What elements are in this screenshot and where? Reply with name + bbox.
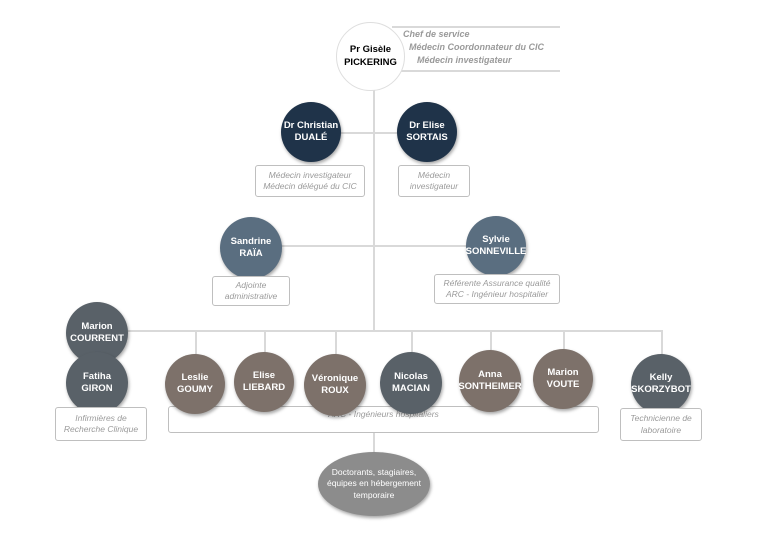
chef-node: Pr Gisèle PICKERING bbox=[336, 22, 405, 91]
trunk-line bbox=[373, 90, 375, 330]
person-raia: Sandrine RAÏA bbox=[220, 217, 282, 279]
level2-connector bbox=[250, 245, 496, 247]
last-name: DUALÉ bbox=[294, 132, 328, 143]
first-name: Elise bbox=[252, 369, 276, 381]
role-line: ARC - Ingénieur hospitalier bbox=[445, 289, 549, 299]
role-line: investigateur bbox=[409, 181, 459, 191]
last-name: RAÏA bbox=[239, 248, 263, 259]
role-line: administrative bbox=[224, 291, 278, 301]
last-name: ROUX bbox=[321, 385, 349, 396]
chef-last-name: PICKERING bbox=[344, 56, 397, 68]
first-name: Dr Elise bbox=[409, 119, 445, 131]
last-name: SKORZYBOT bbox=[631, 384, 691, 395]
last-name: MACIAN bbox=[392, 383, 430, 394]
role-box-sonneville: Référente Assurance qualité ARC - Ingéni… bbox=[434, 274, 560, 304]
chef-title-line-bottom bbox=[392, 70, 560, 72]
first-name: Dr Christian bbox=[283, 119, 339, 131]
drop-liebard bbox=[264, 330, 266, 354]
last-name: SORTAIS bbox=[406, 132, 448, 143]
role-line: Adjointe bbox=[235, 279, 267, 290]
others-oval: Doctorants, stagiaires, équipes en héber… bbox=[318, 452, 430, 516]
chef-title-2: Médecin Coordonnateur du CIC bbox=[409, 42, 544, 52]
role-line: Référente Assurance qualité bbox=[443, 277, 551, 288]
first-name: Kelly bbox=[649, 371, 673, 383]
role-box-raia: Adjointe administrative bbox=[212, 276, 290, 306]
person-goumy: Leslie GOUMY bbox=[165, 354, 225, 414]
others-line: Doctorants, stagiaires, bbox=[331, 467, 417, 478]
person-duale: Dr Christian DUALÉ bbox=[281, 102, 341, 162]
last-name: SONNEVILLE bbox=[465, 246, 527, 257]
first-name: Sylvie bbox=[482, 233, 510, 245]
first-name: Anna bbox=[478, 368, 502, 380]
person-voute: Marion VOUTE bbox=[533, 349, 593, 409]
level1-connector bbox=[322, 132, 434, 134]
drop-macian bbox=[411, 330, 413, 354]
drop-sontheimer bbox=[490, 330, 492, 351]
first-name: Marion bbox=[547, 366, 579, 378]
role-box-tech: Technicienne de laboratoire bbox=[620, 408, 702, 441]
role-box-arc: ARC - Ingénieurs hospitaliers bbox=[168, 406, 599, 433]
last-name: SONTHEIMER bbox=[458, 381, 522, 392]
role-box-sortais: Médecin investigateur bbox=[398, 165, 470, 197]
person-skorzybot: Kelly SKORZYBOT bbox=[631, 354, 691, 414]
chef-title-1: Chef de service bbox=[403, 29, 470, 39]
first-name: Fatiha bbox=[83, 370, 111, 382]
last-name: VOUTE bbox=[546, 379, 580, 390]
chef-title-3: Médecin investigateur bbox=[417, 55, 512, 65]
person-macian: Nicolas MACIAN bbox=[380, 352, 442, 414]
role-line: ARC - Ingénieurs hospitaliers bbox=[328, 409, 439, 419]
drop-others bbox=[373, 430, 375, 455]
drop-goumy bbox=[195, 330, 197, 355]
role-box-duale: Médecin investigateur Médecin délégué du… bbox=[255, 165, 365, 197]
first-name: Nicolas bbox=[394, 370, 428, 382]
last-name: GIRON bbox=[81, 383, 113, 394]
others-line: temporaire bbox=[353, 489, 395, 500]
person-liebard: Elise LIEBARD bbox=[234, 352, 294, 412]
role-line: Médecin bbox=[417, 169, 451, 180]
first-name: Leslie bbox=[181, 371, 209, 383]
role-line: Technicienne de bbox=[630, 413, 692, 424]
staff-bar bbox=[100, 330, 662, 332]
drop-tech bbox=[661, 330, 663, 355]
first-name: Véronique bbox=[311, 372, 359, 384]
person-giron: Fatiha GIRON bbox=[66, 352, 128, 414]
last-name: GOUMY bbox=[177, 384, 213, 395]
first-name: Marion bbox=[81, 320, 113, 332]
person-sortais: Dr Elise SORTAIS bbox=[397, 102, 457, 162]
person-sontheimer: Anna SONTHEIMER bbox=[458, 350, 522, 412]
role-line: Médecin investigateur bbox=[268, 169, 352, 180]
last-name: COURRENT bbox=[70, 333, 124, 344]
person-roux: Véronique ROUX bbox=[304, 354, 366, 416]
others-line: équipes en hébergement bbox=[326, 478, 422, 489]
chef-first-name: Pr Gisèle bbox=[349, 44, 392, 56]
drop-voute bbox=[563, 330, 565, 351]
person-sonneville: Sylvie SONNEVILLE bbox=[466, 216, 526, 276]
role-line: Infirmières de bbox=[75, 412, 127, 423]
chef-titles: Chef de service Médecin Coordonnateur du… bbox=[403, 28, 544, 67]
first-name: Sandrine bbox=[230, 235, 272, 247]
drop-roux bbox=[335, 330, 337, 355]
role-line: Médecin délégué du CIC bbox=[263, 181, 357, 191]
role-line: laboratoire bbox=[640, 424, 682, 435]
role-line: Recherche Clinique bbox=[63, 424, 139, 434]
role-box-nurses: Infirmières de Recherche Clinique bbox=[55, 407, 147, 441]
chef-title-line-top bbox=[392, 26, 560, 28]
last-name: LIEBARD bbox=[242, 382, 286, 393]
